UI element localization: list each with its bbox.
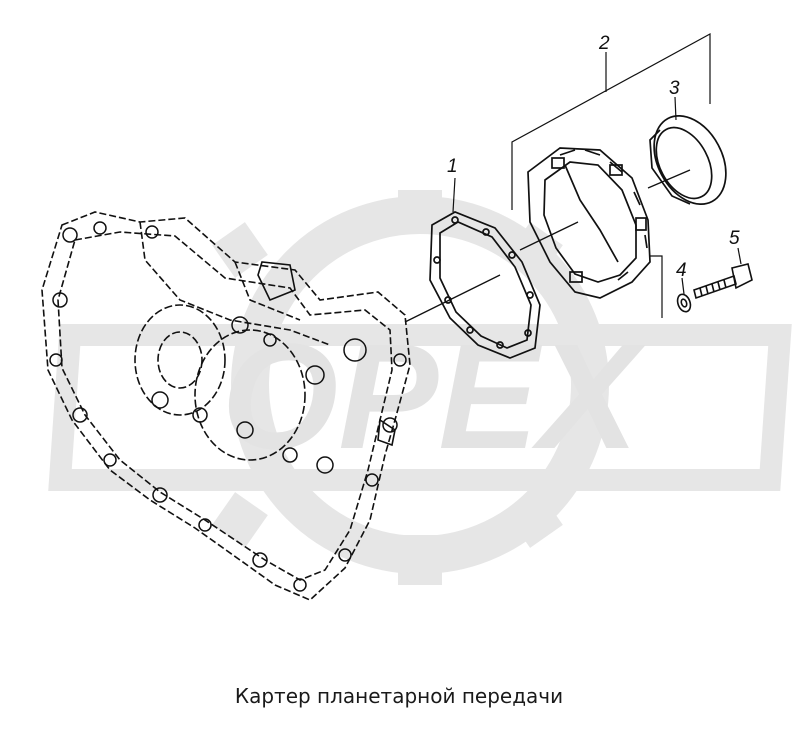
- callout-label-2: 2: [598, 33, 610, 54]
- housing-bore: [134, 304, 306, 461]
- housing-ports: [257, 261, 396, 447]
- diagram-caption: Картер планетарной передачи: [234, 684, 564, 708]
- watermark-lettering: OPEX: [222, 312, 647, 480]
- leader-line-4: [681, 277, 685, 295]
- gearbox-housing: [41, 211, 411, 601]
- seal-ring-part-3: [649, 115, 727, 205]
- callout-label-1: 1: [447, 156, 458, 177]
- housing-bolt-holes: [49, 221, 407, 592]
- callout-label-3: 3: [669, 78, 680, 99]
- watermark-logo: OPEX: [48, 190, 792, 585]
- bracket-cover-bolt: [650, 255, 663, 318]
- bracket-callout-2: [511, 32, 711, 210]
- leader-line-1: [452, 177, 456, 213]
- leader-line-5: [737, 247, 742, 265]
- bolt-part-5: [693, 263, 753, 300]
- callout-label-5: 5: [729, 228, 740, 249]
- washer-part-4: [676, 293, 692, 313]
- leader-line-housing: [404, 274, 501, 323]
- watermark-gear-ring: [231, 196, 609, 574]
- leader-line-seal: [647, 169, 691, 189]
- cover-part-2: [527, 147, 651, 299]
- gasket-part-1: [429, 211, 541, 359]
- leader-line-cover: [519, 221, 579, 251]
- leader-line-3: [674, 96, 677, 121]
- callout-label-4: 4: [676, 260, 687, 281]
- watermark-band: [48, 324, 792, 491]
